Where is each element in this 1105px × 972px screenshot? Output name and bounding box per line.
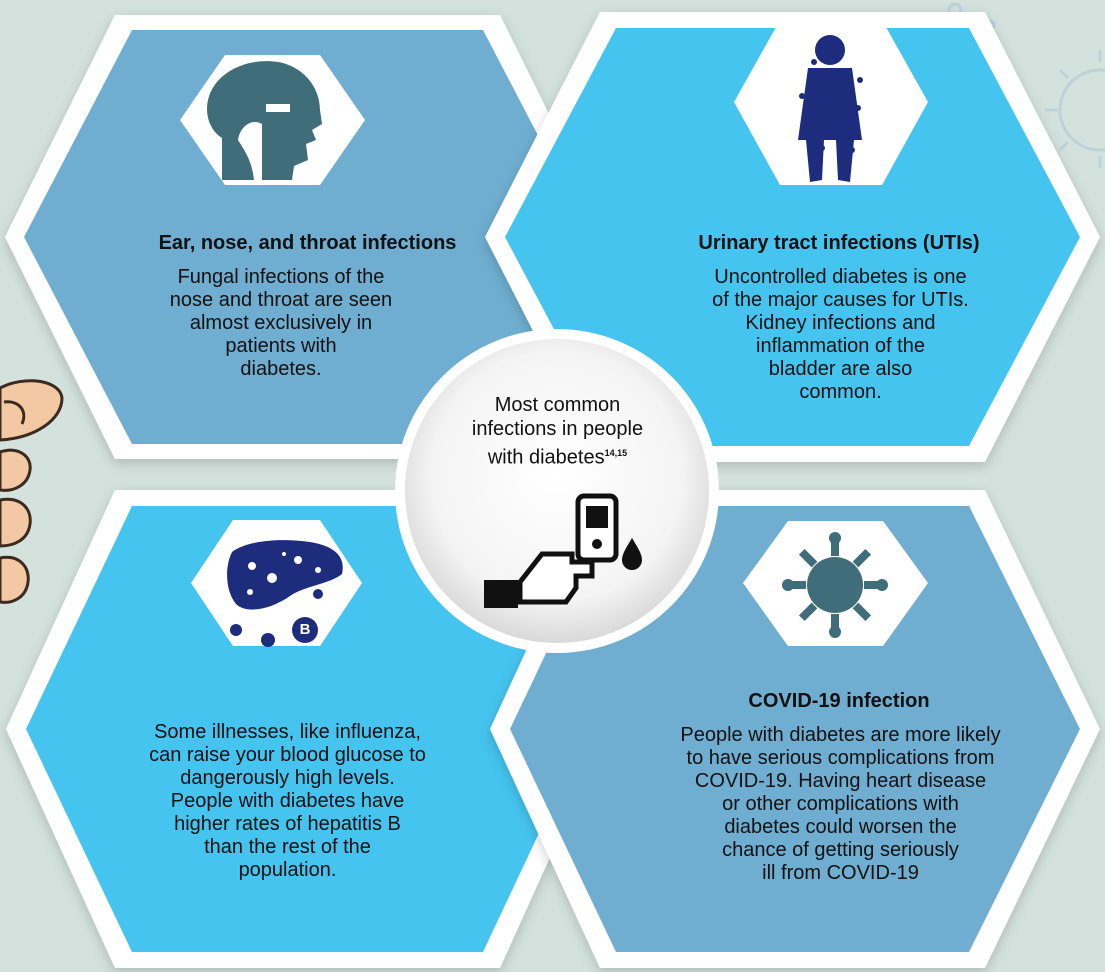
- glucose-meter-icon: [484, 493, 642, 608]
- uti-title: Urinary tract infections (UTIs): [698, 232, 980, 254]
- covid-title: COVID-19 infection: [748, 690, 930, 712]
- liver-line: can raise your blood glucose to: [149, 744, 426, 766]
- liver-line: than the rest of the: [204, 836, 371, 858]
- reference-superscript: 14,15: [604, 448, 628, 458]
- ent-line: nose and throat are seen: [169, 289, 393, 311]
- center-line: with diabetes: [487, 446, 605, 469]
- covid-line: diabetes could worsen the: [724, 816, 957, 838]
- center-heading: Most common infections in people with di…: [400, 393, 715, 470]
- uti-line: common.: [799, 381, 882, 403]
- hepatitis-b-badge: B: [299, 621, 311, 638]
- covid-line: to have serious complications from: [686, 747, 995, 769]
- covid-description: People with diabetes are more likely to …: [598, 724, 1083, 885]
- uti-line: inflammation of the: [756, 335, 925, 357]
- ent-line: diabetes.: [240, 358, 322, 380]
- ent-title: Ear, nose, and throat infections: [158, 232, 457, 254]
- ent-line: patients with: [225, 335, 337, 357]
- liver-line: population.: [238, 859, 337, 881]
- liver-description: Some illnesses, like influenza, can rais…: [0, 721, 575, 882]
- bladder-person-icon: [798, 35, 863, 182]
- covid-line: ill from COVID-19: [762, 862, 919, 884]
- liver-line: People with diabetes have: [170, 790, 405, 812]
- uti-line: bladder are also: [768, 358, 913, 380]
- ent-description: Fungal infections of the nose and throat…: [0, 266, 562, 381]
- uti-description: Uncontrolled diabetes is one of the majo…: [598, 266, 1083, 404]
- center-line: Most common: [494, 394, 621, 416]
- head-throat-icon: [207, 61, 322, 180]
- covid-line: People with diabetes are more likely: [680, 724, 1001, 746]
- liver-virus-icon: [227, 540, 343, 647]
- center-line: infections in people: [471, 418, 644, 440]
- hand-outline-icon: [0, 379, 64, 604]
- liver-line: Some illnesses, like influenza,: [154, 721, 421, 743]
- uti-line: of the major causes for UTIs.: [712, 289, 969, 311]
- coronavirus-icon: [782, 532, 888, 638]
- liver-line: dangerously high levels.: [180, 767, 395, 789]
- ent-line: almost exclusively in: [189, 312, 373, 334]
- ent-line: Fungal infections of the: [177, 266, 385, 288]
- uti-line: Kidney infections and: [745, 312, 936, 334]
- covid-line: COVID-19. Having heart disease: [694, 770, 987, 792]
- covid-line: or other complications with: [722, 793, 959, 815]
- covid-line: chance of getting seriously: [722, 839, 959, 861]
- uti-line: Uncontrolled diabetes is one: [714, 266, 967, 288]
- liver-line: higher rates of hepatitis B: [174, 813, 401, 835]
